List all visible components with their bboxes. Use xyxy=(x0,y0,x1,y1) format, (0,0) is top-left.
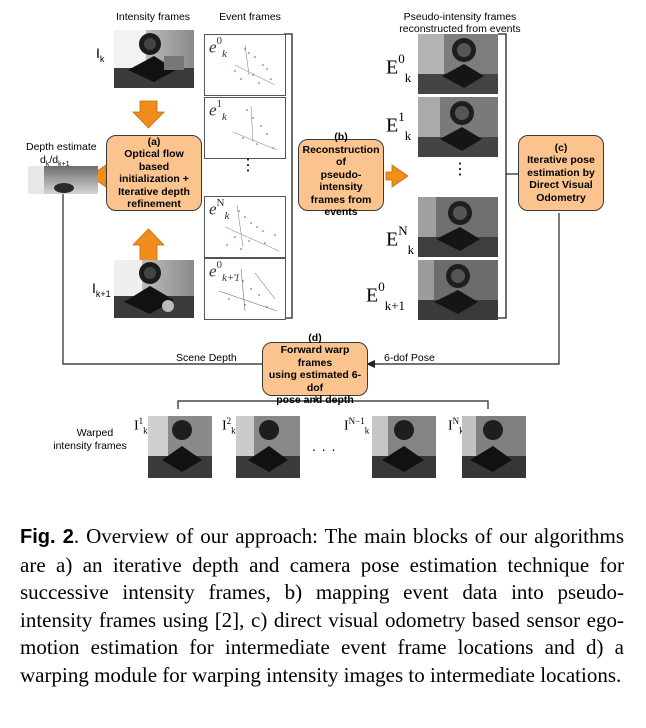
arrow-down-into-a xyxy=(132,100,165,129)
scene-depth-label: Scene Depth xyxy=(176,352,237,364)
figure-caption: Fig. 2. Overview of our approach: The ma… xyxy=(20,523,624,690)
depth-estimate-label-2: dk/dk+1 xyxy=(40,154,70,169)
event-dots-0 xyxy=(234,44,276,86)
warped-frame-label-n1: IN−1k xyxy=(344,416,370,436)
pseudo-label-k1: E0k+1 xyxy=(366,279,406,313)
intensity-label-k: Ik xyxy=(96,45,105,64)
intensity-label-k1: Ik+1 xyxy=(92,280,111,299)
block-d-line-2: using estimated 6-dof xyxy=(268,369,362,394)
pseudo-frame-n xyxy=(418,197,498,257)
block-d-forward-warp: (d) Forward warp frames using estimated … xyxy=(262,332,368,406)
pseudo-frame-0 xyxy=(418,34,498,94)
block-c-line-3: Direct Visual xyxy=(529,179,593,192)
warped-frame-n xyxy=(462,416,526,478)
pseudo-bracket xyxy=(498,33,507,319)
pseudo-frames-heading-1: Pseudo-intensity frames xyxy=(403,11,517,23)
event-frames-heading: Event frames xyxy=(219,11,281,23)
event-frame-1: e1k xyxy=(204,97,286,159)
warped-bracket xyxy=(177,400,489,409)
arrow-up-into-a xyxy=(132,228,165,263)
six-dof-pose-label: 6-dof Pose xyxy=(384,352,435,364)
event-dots-1 xyxy=(232,105,278,151)
pose-line xyxy=(372,213,560,365)
warped-hdots: . . . xyxy=(312,438,337,454)
warped-frame-1 xyxy=(148,416,212,478)
event-dots-k1 xyxy=(218,268,278,312)
block-a-line-3: Iterative depth xyxy=(118,185,190,198)
scene-depth-line xyxy=(62,193,262,365)
block-c-visual-odometry: (c) Iterative pose estimation by Direct … xyxy=(518,135,604,211)
block-a-line-2: initialization + xyxy=(119,173,189,185)
arrow-right-from-b xyxy=(385,164,409,188)
depth-estimate-label-1: Depth estimate xyxy=(26,141,97,153)
block-c-line-2: estimation by xyxy=(527,166,595,179)
event-frame-0: e0k xyxy=(204,34,286,96)
caption-fig-number: Fig. 2 xyxy=(20,526,74,548)
block-b-pseudo-reconstruction: (b) Reconstruction of pseudo-intensity f… xyxy=(298,131,384,218)
warped-frame-label-n: INk xyxy=(448,416,464,436)
event-frame-n: eNk xyxy=(204,196,286,258)
pseudo-frame-1 xyxy=(418,97,498,157)
intensity-frames-heading: Intensity frames xyxy=(115,11,191,23)
block-c-tag: (c) xyxy=(554,141,568,154)
pseudo-frame-k1 xyxy=(418,260,498,320)
warped-label-1: Warped xyxy=(76,427,114,439)
pose-arrowhead xyxy=(366,360,375,368)
warped-frame-label-1: I1k xyxy=(134,416,148,436)
warped-frame-label-2: I2k xyxy=(222,416,236,436)
block-d-tag: (d) xyxy=(308,331,322,344)
block-d-line-1: Forward warp frames xyxy=(280,344,350,369)
block-a-line-1: Optical flow based xyxy=(124,148,184,173)
block-a-line-4: refinement xyxy=(127,198,181,210)
block-b-line-1: Reconstruction of xyxy=(302,143,380,169)
event-dots-n xyxy=(224,204,280,252)
block-a-tag: (a) xyxy=(147,135,161,148)
depth-estimate-image xyxy=(28,166,98,194)
block-b-line-2: pseudo-intensity xyxy=(319,168,363,194)
pseudo-label-1: E1k xyxy=(386,109,412,143)
event-frame-k1: e0k+1 xyxy=(204,258,286,320)
caption-text: . Overview of our approach: The main blo… xyxy=(20,524,624,687)
connector-lines xyxy=(62,33,560,409)
event-vdots: ⋮ xyxy=(240,157,256,174)
pseudo-label-0: E0k xyxy=(386,51,412,85)
block-b-tag: (b) xyxy=(334,131,348,144)
warped-label-2: intensity frames xyxy=(53,440,127,452)
block-c-line-4: Odometry xyxy=(536,191,586,204)
pseudo-vdots: ⋮ xyxy=(452,161,468,178)
warped-frame-n1 xyxy=(372,416,436,478)
block-c-line-1: Iterative pose xyxy=(527,154,595,167)
block-b-line-3: frames from xyxy=(310,193,372,206)
block-a-depth-refinement: (a) Optical flow based initialization + … xyxy=(106,135,202,211)
intensity-frame-k1 xyxy=(114,260,194,318)
intensity-frame-k xyxy=(114,30,194,88)
warped-frame-2 xyxy=(236,416,300,478)
block-b-line-4: events xyxy=(324,206,358,219)
pseudo-frames-heading-2: reconstructed from events xyxy=(399,23,521,35)
pseudo-label-n: ENk xyxy=(386,223,415,257)
block-d-line-3: pose and depth xyxy=(276,394,354,406)
event-bracket xyxy=(284,33,293,319)
